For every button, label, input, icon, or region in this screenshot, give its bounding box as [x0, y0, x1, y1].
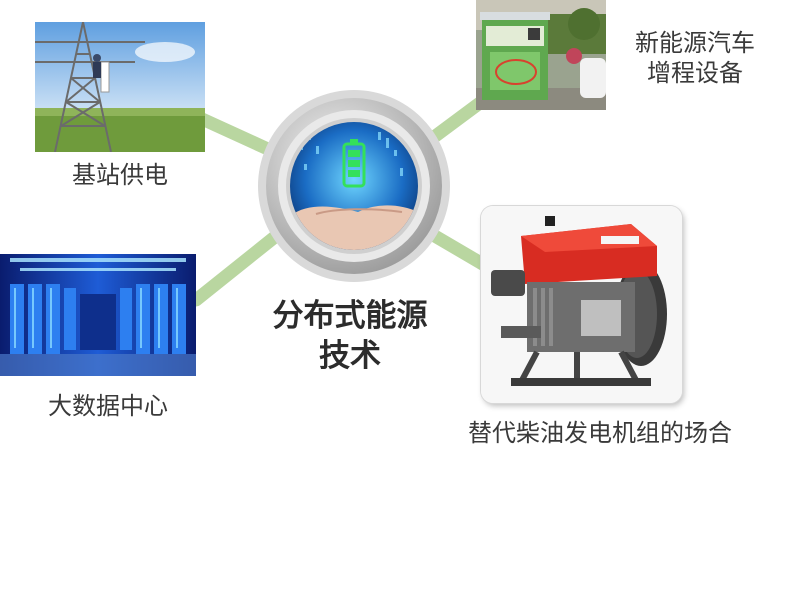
- ev-charger-image: [476, 0, 606, 110]
- data-center-image: [0, 254, 196, 376]
- base-station-image: [35, 22, 205, 152]
- hub-title-line1: 分布式能源: [272, 298, 428, 334]
- hub-title: 分布式能源 技术: [240, 296, 460, 376]
- data-center-caption: 大数据中心: [48, 392, 168, 420]
- ev-caption-line2: 增程设备: [647, 59, 743, 87]
- base-station-caption: 基站供电: [72, 161, 168, 189]
- hub-title-line2: 技术: [319, 338, 381, 374]
- diesel-generator-image: [481, 206, 682, 403]
- hub-circle: [258, 90, 450, 282]
- ev-caption-line1: 新能源汽车: [635, 29, 755, 57]
- diesel-generator-card: [481, 206, 682, 403]
- diesel-caption: 替代柴油发电机组的场合: [468, 419, 732, 447]
- connector-data-center: [189, 229, 283, 307]
- battery-icon: [342, 139, 366, 188]
- ev-caption: 新能源汽车 增程设备: [610, 28, 780, 88]
- connector-base-station: [193, 111, 277, 157]
- connector-diesel: [421, 225, 493, 273]
